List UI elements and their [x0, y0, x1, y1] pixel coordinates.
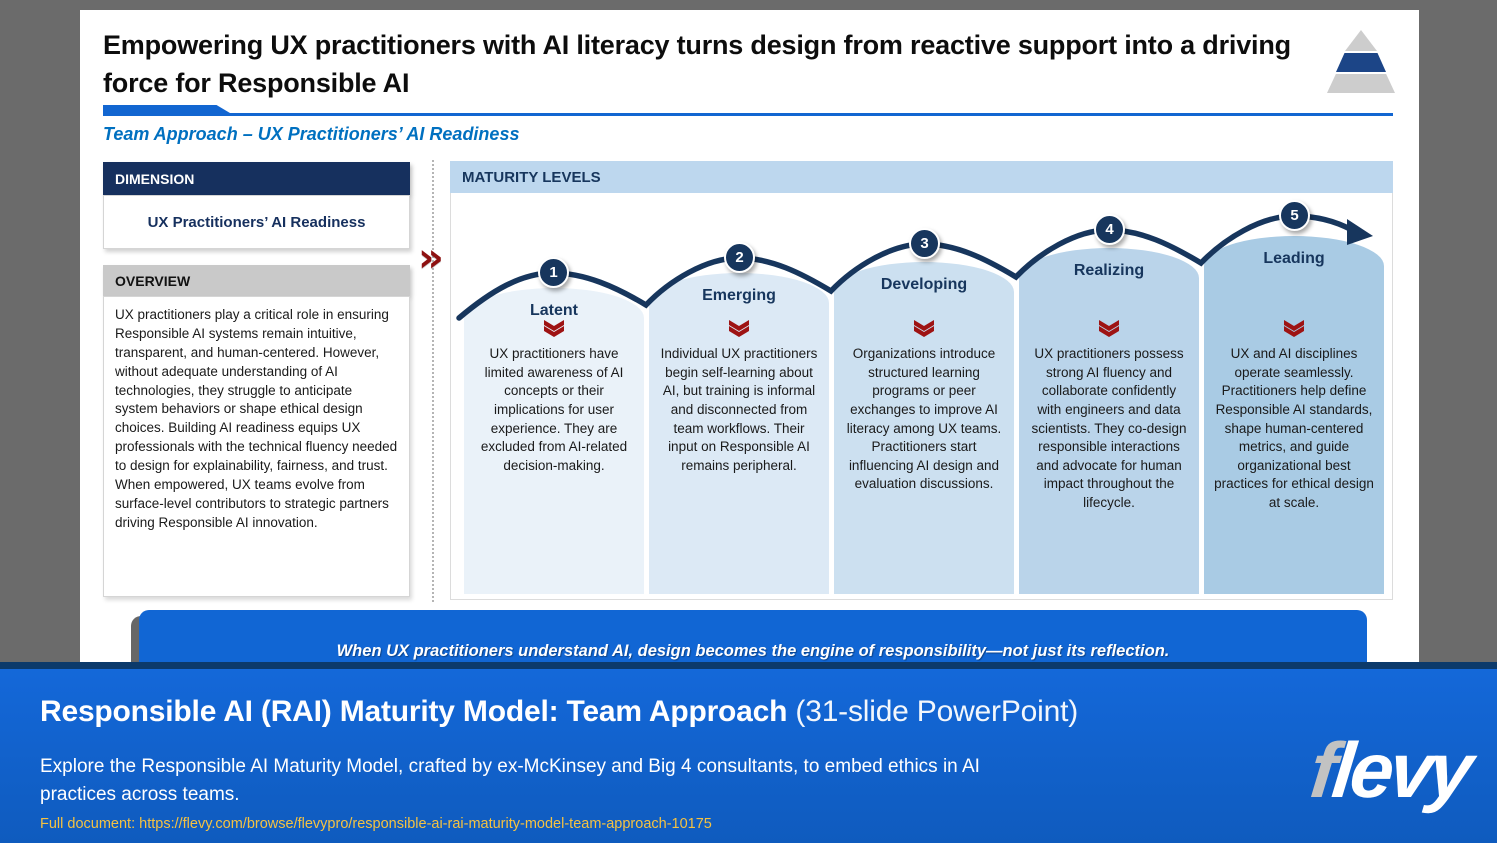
chevron-down-icon	[834, 320, 1014, 343]
promo-description: Explore the Responsible AI Maturity Mode…	[40, 753, 980, 808]
level-2-badge: 2	[724, 242, 755, 273]
maturity-level-3-name: Developing	[880, 276, 968, 293]
promo-description-line2: practices across teams.	[40, 783, 240, 805]
chevron-down-icon	[464, 320, 644, 343]
maturity-level-4-description: UX practitioners possess strong AI fluen…	[1031, 346, 1187, 510]
maturity-level-2-description: Individual UX practitioners begin self-l…	[660, 346, 818, 473]
maturity-level-4-column: Realizing UX practitioners possess stron…	[1019, 248, 1199, 594]
maturity-level-5-column: Leading UX and AI disciplines operate se…	[1204, 236, 1384, 594]
double-arrow-right-icon: »	[418, 235, 444, 281]
promo-title-main: Responsible AI (RAI) Maturity Model: Tea…	[40, 695, 788, 728]
maturity-level-2-column: Emerging Individual UX practitioners beg…	[649, 273, 829, 594]
level-5-badge: 5	[1279, 200, 1310, 231]
pyramid-icon	[1325, 30, 1397, 96]
chevron-down-icon	[649, 320, 829, 343]
maturity-level-1-description: UX practitioners have limited awareness …	[480, 346, 628, 473]
quote-banner: When UX practitioners understand AI, des…	[139, 610, 1367, 672]
level-3-badge: 3	[909, 228, 940, 259]
promo-title-format: (31-slide PowerPoint)	[787, 695, 1079, 728]
full-document-link[interactable]: Full document: https://flevy.com/browse/…	[40, 816, 712, 832]
maturity-level-3-column: Developing Organizations introduce struc…	[834, 262, 1014, 594]
promo-description-line1: Explore the Responsible AI Maturity Mode…	[40, 756, 980, 777]
promo-title: Responsible AI (RAI) Maturity Model: Tea…	[40, 695, 1078, 729]
dotted-separator	[432, 160, 434, 602]
chevron-down-icon	[1204, 320, 1384, 343]
slide: Empowering UX practitioners with AI lite…	[80, 10, 1419, 672]
maturity-level-4-name: Realizing	[1073, 262, 1145, 279]
overview-body: UX practitioners play a critical role in…	[103, 296, 410, 597]
flevy-logo: flevy	[1307, 726, 1474, 814]
dimension-header: DIMENSION	[103, 162, 410, 195]
level-1-badge: 1	[538, 257, 569, 288]
maturity-level-2-name: Emerging	[702, 287, 776, 304]
maturity-level-5-name: Leading	[1263, 250, 1325, 267]
overview-header: OVERVIEW	[103, 265, 410, 296]
slide-title: Empowering UX practitioners with AI lite…	[103, 26, 1333, 103]
flevy-logo-levy: levy	[1328, 726, 1474, 814]
slide-title-line2: force for Responsible AI	[103, 68, 410, 99]
dimension-value: UX Practitioners’ AI Readiness	[103, 195, 410, 249]
maturity-level-1-name: Latent	[530, 302, 578, 319]
maturity-levels-header: MATURITY LEVELS	[450, 161, 1393, 193]
slide-title-line1: Empowering UX practitioners with AI lite…	[103, 30, 1291, 60]
chevron-down-icon	[1019, 320, 1199, 343]
maturity-levels-panel: Latent UX practitioners have limited awa…	[450, 193, 1393, 600]
maturity-level-3-description: Organizations introduce structured learn…	[846, 346, 1002, 492]
level-4-badge: 4	[1094, 214, 1125, 245]
maturity-level-5-description: UX and AI disciplines operate seamlessly…	[1214, 346, 1374, 510]
maturity-level-1-column: Latent UX practitioners have limited awa…	[464, 288, 644, 594]
slide-subtitle: Team Approach – UX Practitioners’ AI Rea…	[103, 124, 520, 144]
quote-text: When UX practitioners understand AI, des…	[336, 642, 1170, 660]
title-divider	[103, 105, 1393, 116]
promo-banner: Responsible AI (RAI) Maturity Model: Tea…	[0, 662, 1497, 843]
